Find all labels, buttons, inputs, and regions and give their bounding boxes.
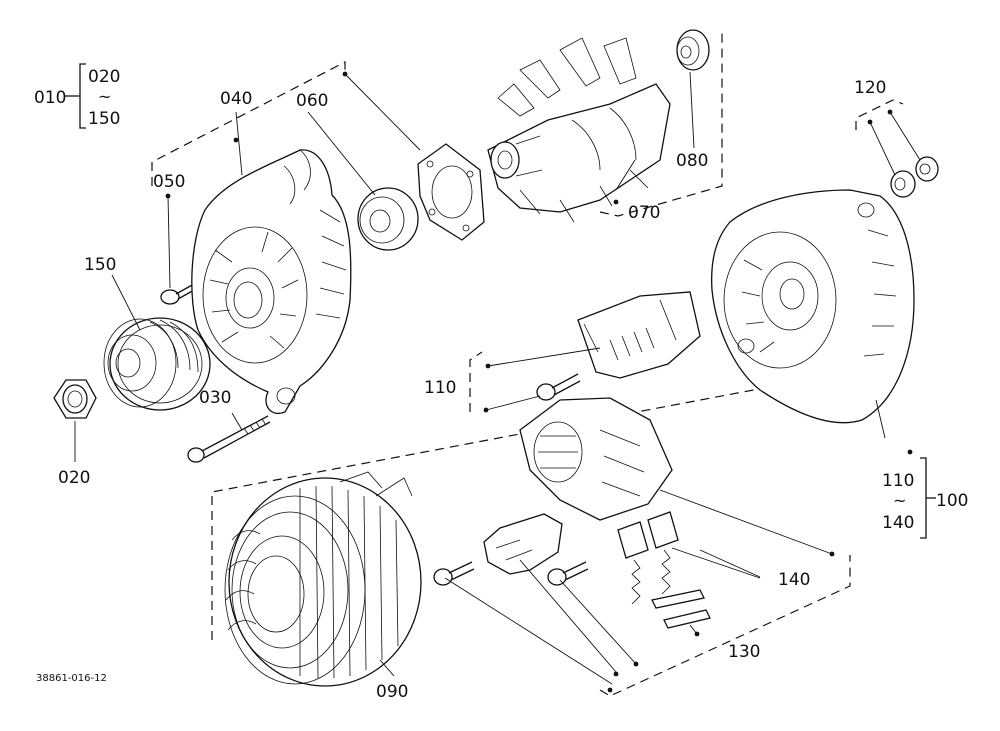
callout-010-range-end: 150: [88, 109, 120, 129]
regulator-part: [519, 397, 673, 521]
callout-010-range-start: 020: [88, 67, 120, 87]
callout-labels: 010 020 ~ 150 020 030 040 050 060 070 08…: [34, 67, 968, 702]
brush-holder-part: [536, 291, 701, 401]
callout-020: 020: [58, 468, 90, 488]
nut-part: [53, 379, 97, 419]
bearing-080-part: [676, 29, 710, 71]
callout-100-range-tilde: ~: [893, 491, 906, 510]
callout-130: 130: [728, 642, 760, 662]
rotor-part: [487, 37, 671, 223]
brace-010: [76, 63, 86, 129]
drawing-reference-number: 38861-016-12: [36, 673, 107, 684]
bearing-060-part: [357, 187, 419, 251]
leader-dots: [165, 71, 913, 693]
pulley-part: [103, 317, 211, 411]
stator-part: [224, 471, 422, 687]
callout-110: 110: [424, 378, 456, 398]
callout-080: 080: [676, 151, 708, 171]
group-outline-120: [855, 99, 904, 130]
callout-100-range-end: 140: [882, 513, 914, 533]
callout-120: 120: [854, 78, 886, 98]
callout-100-range-start: 110: [882, 471, 914, 491]
group-outline-front-housing: [151, 61, 346, 186]
through-bolt-part: [187, 415, 271, 463]
front-housing-part: [191, 149, 352, 415]
callout-090: 090: [376, 682, 408, 702]
callout-140: 140: [778, 570, 810, 590]
callout-040: 040: [220, 89, 252, 109]
callout-010: 010: [34, 88, 66, 108]
retainer-plate-part: [417, 143, 485, 241]
group-outline-110: [469, 351, 483, 412]
callout-010-range-tilde: ~: [98, 87, 111, 106]
rear-housing-part: [710, 189, 915, 424]
leader-lines: [74, 71, 921, 685]
group-outline-rear-assembly: [599, 555, 851, 697]
brace-100: [920, 457, 932, 539]
callout-150: 150: [84, 255, 116, 275]
callout-100: 100: [936, 491, 968, 511]
screw-part-right: [547, 561, 589, 586]
callout-070: 070: [628, 203, 660, 223]
bushing-120-part: [890, 156, 939, 198]
screw-050-part: [160, 283, 197, 305]
terminal-bracket-part: [483, 513, 563, 575]
brush-spring-part: [617, 511, 711, 629]
callout-060: 060: [296, 91, 328, 111]
screw-part-left: [433, 561, 475, 586]
callout-050: 050: [153, 172, 185, 192]
callout-030: 030: [199, 388, 231, 408]
